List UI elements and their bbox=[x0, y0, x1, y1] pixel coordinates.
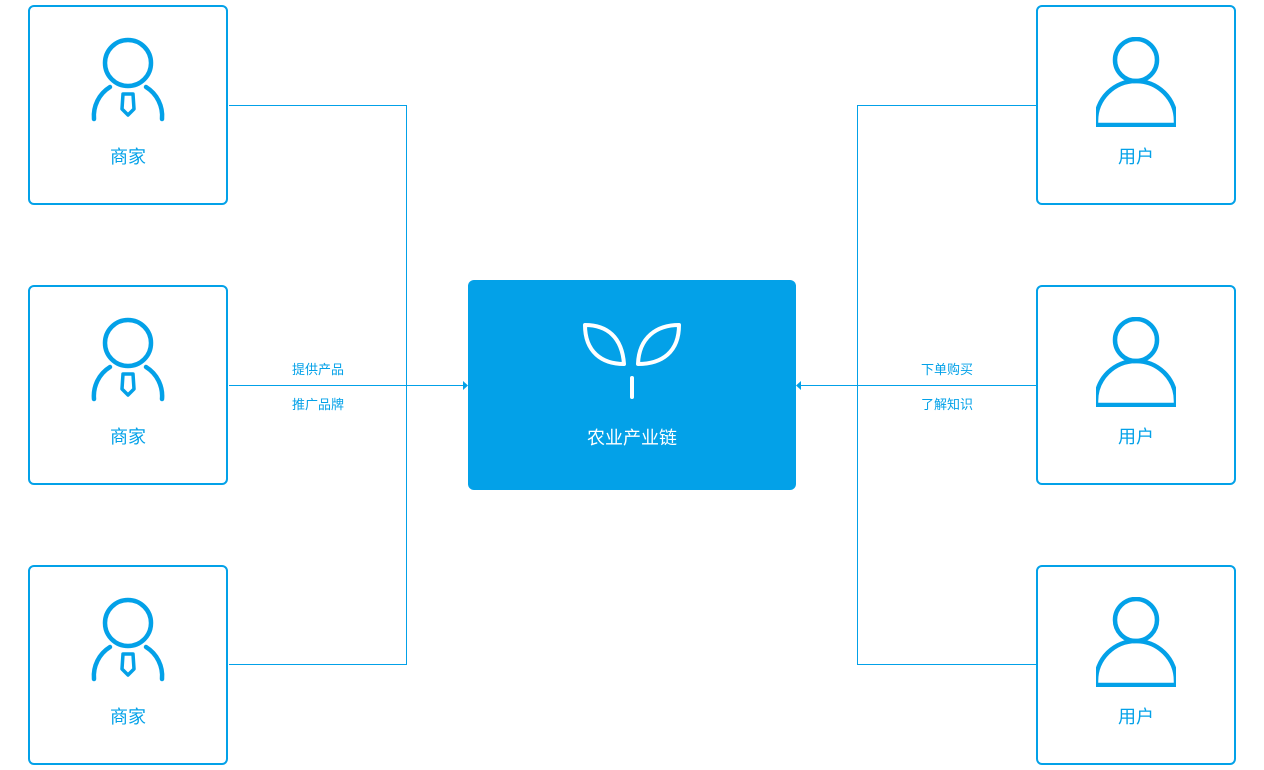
edge-label-provide-products: 提供产品 bbox=[291, 363, 344, 378]
user-node[interactable]: 用户 bbox=[1036, 565, 1236, 765]
merchant-icon bbox=[91, 317, 165, 402]
merchant-node[interactable]: 商家 bbox=[28, 565, 228, 765]
user-icon bbox=[1096, 317, 1176, 407]
merchant-icon bbox=[91, 37, 165, 122]
edge-label-place-order: 下单购买 bbox=[920, 363, 973, 378]
agri-chain-node[interactable]: 农业产业链 bbox=[468, 280, 796, 490]
merchant-icon bbox=[91, 597, 165, 682]
user-icon bbox=[1096, 37, 1176, 127]
sprout-icon bbox=[583, 323, 681, 399]
user-icon bbox=[1096, 597, 1176, 687]
merchant-node[interactable]: 商家 bbox=[28, 285, 228, 485]
merchant-label: 商家 bbox=[110, 427, 146, 448]
agri-chain-label: 农业产业链 bbox=[587, 428, 677, 449]
arrow-head-left bbox=[796, 381, 801, 390]
merchant-label: 商家 bbox=[110, 707, 146, 728]
user-label: 用户 bbox=[1118, 147, 1154, 168]
user-node[interactable]: 用户 bbox=[1036, 285, 1236, 485]
edge-label-learn-knowledge: 了解知识 bbox=[920, 398, 973, 413]
edge-label-promote-brand: 推广品牌 bbox=[291, 398, 344, 413]
arrow-head-right bbox=[463, 381, 468, 390]
merchant-label: 商家 bbox=[110, 147, 146, 168]
user-node[interactable]: 用户 bbox=[1036, 5, 1236, 205]
user-label: 用户 bbox=[1118, 707, 1154, 728]
user-label: 用户 bbox=[1118, 427, 1154, 448]
merchant-node[interactable]: 商家 bbox=[28, 5, 228, 205]
